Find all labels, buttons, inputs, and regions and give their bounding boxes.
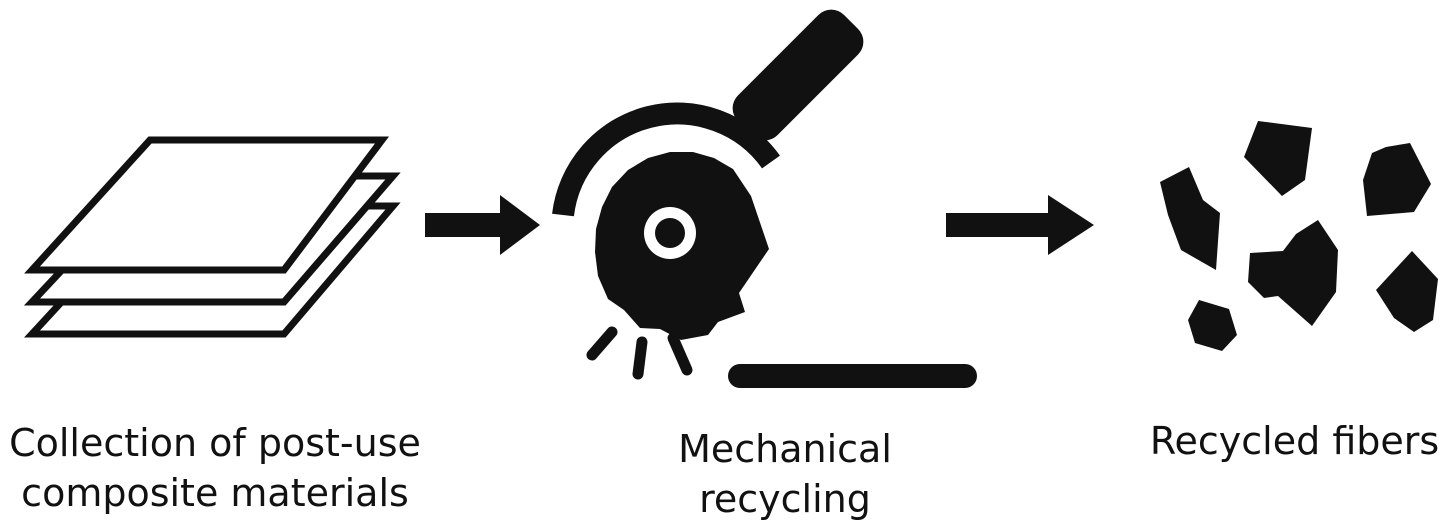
workpiece-bar <box>728 364 977 388</box>
saw-handle <box>732 9 864 141</box>
fiber-fragments-icon <box>1160 121 1438 351</box>
caption-collection: Collection of post-use composite materia… <box>0 418 430 518</box>
saw-guard <box>552 102 780 217</box>
caption-mechanical-line-2: recycling <box>699 477 871 521</box>
sheet-top <box>24 136 390 274</box>
spark-lines <box>586 326 693 380</box>
stacked-sheets-icon <box>23 136 401 338</box>
caption-recycled-fibers: Recycled fibers <box>1140 416 1449 466</box>
caption-collection-line-2: composite materials <box>21 471 409 515</box>
arrow-right-icon <box>946 195 1094 255</box>
caption-fibers-line-1: Recycled fibers <box>1149 419 1440 463</box>
caption-collection-line-1: Collection of post-use <box>9 421 421 465</box>
caption-mechanical-recycling: Mechanical recycling <box>630 424 940 524</box>
caption-mechanical-line-1: Mechanical <box>678 427 892 471</box>
circular-saw-icon <box>552 9 977 388</box>
arrow-right-icon <box>425 195 540 255</box>
